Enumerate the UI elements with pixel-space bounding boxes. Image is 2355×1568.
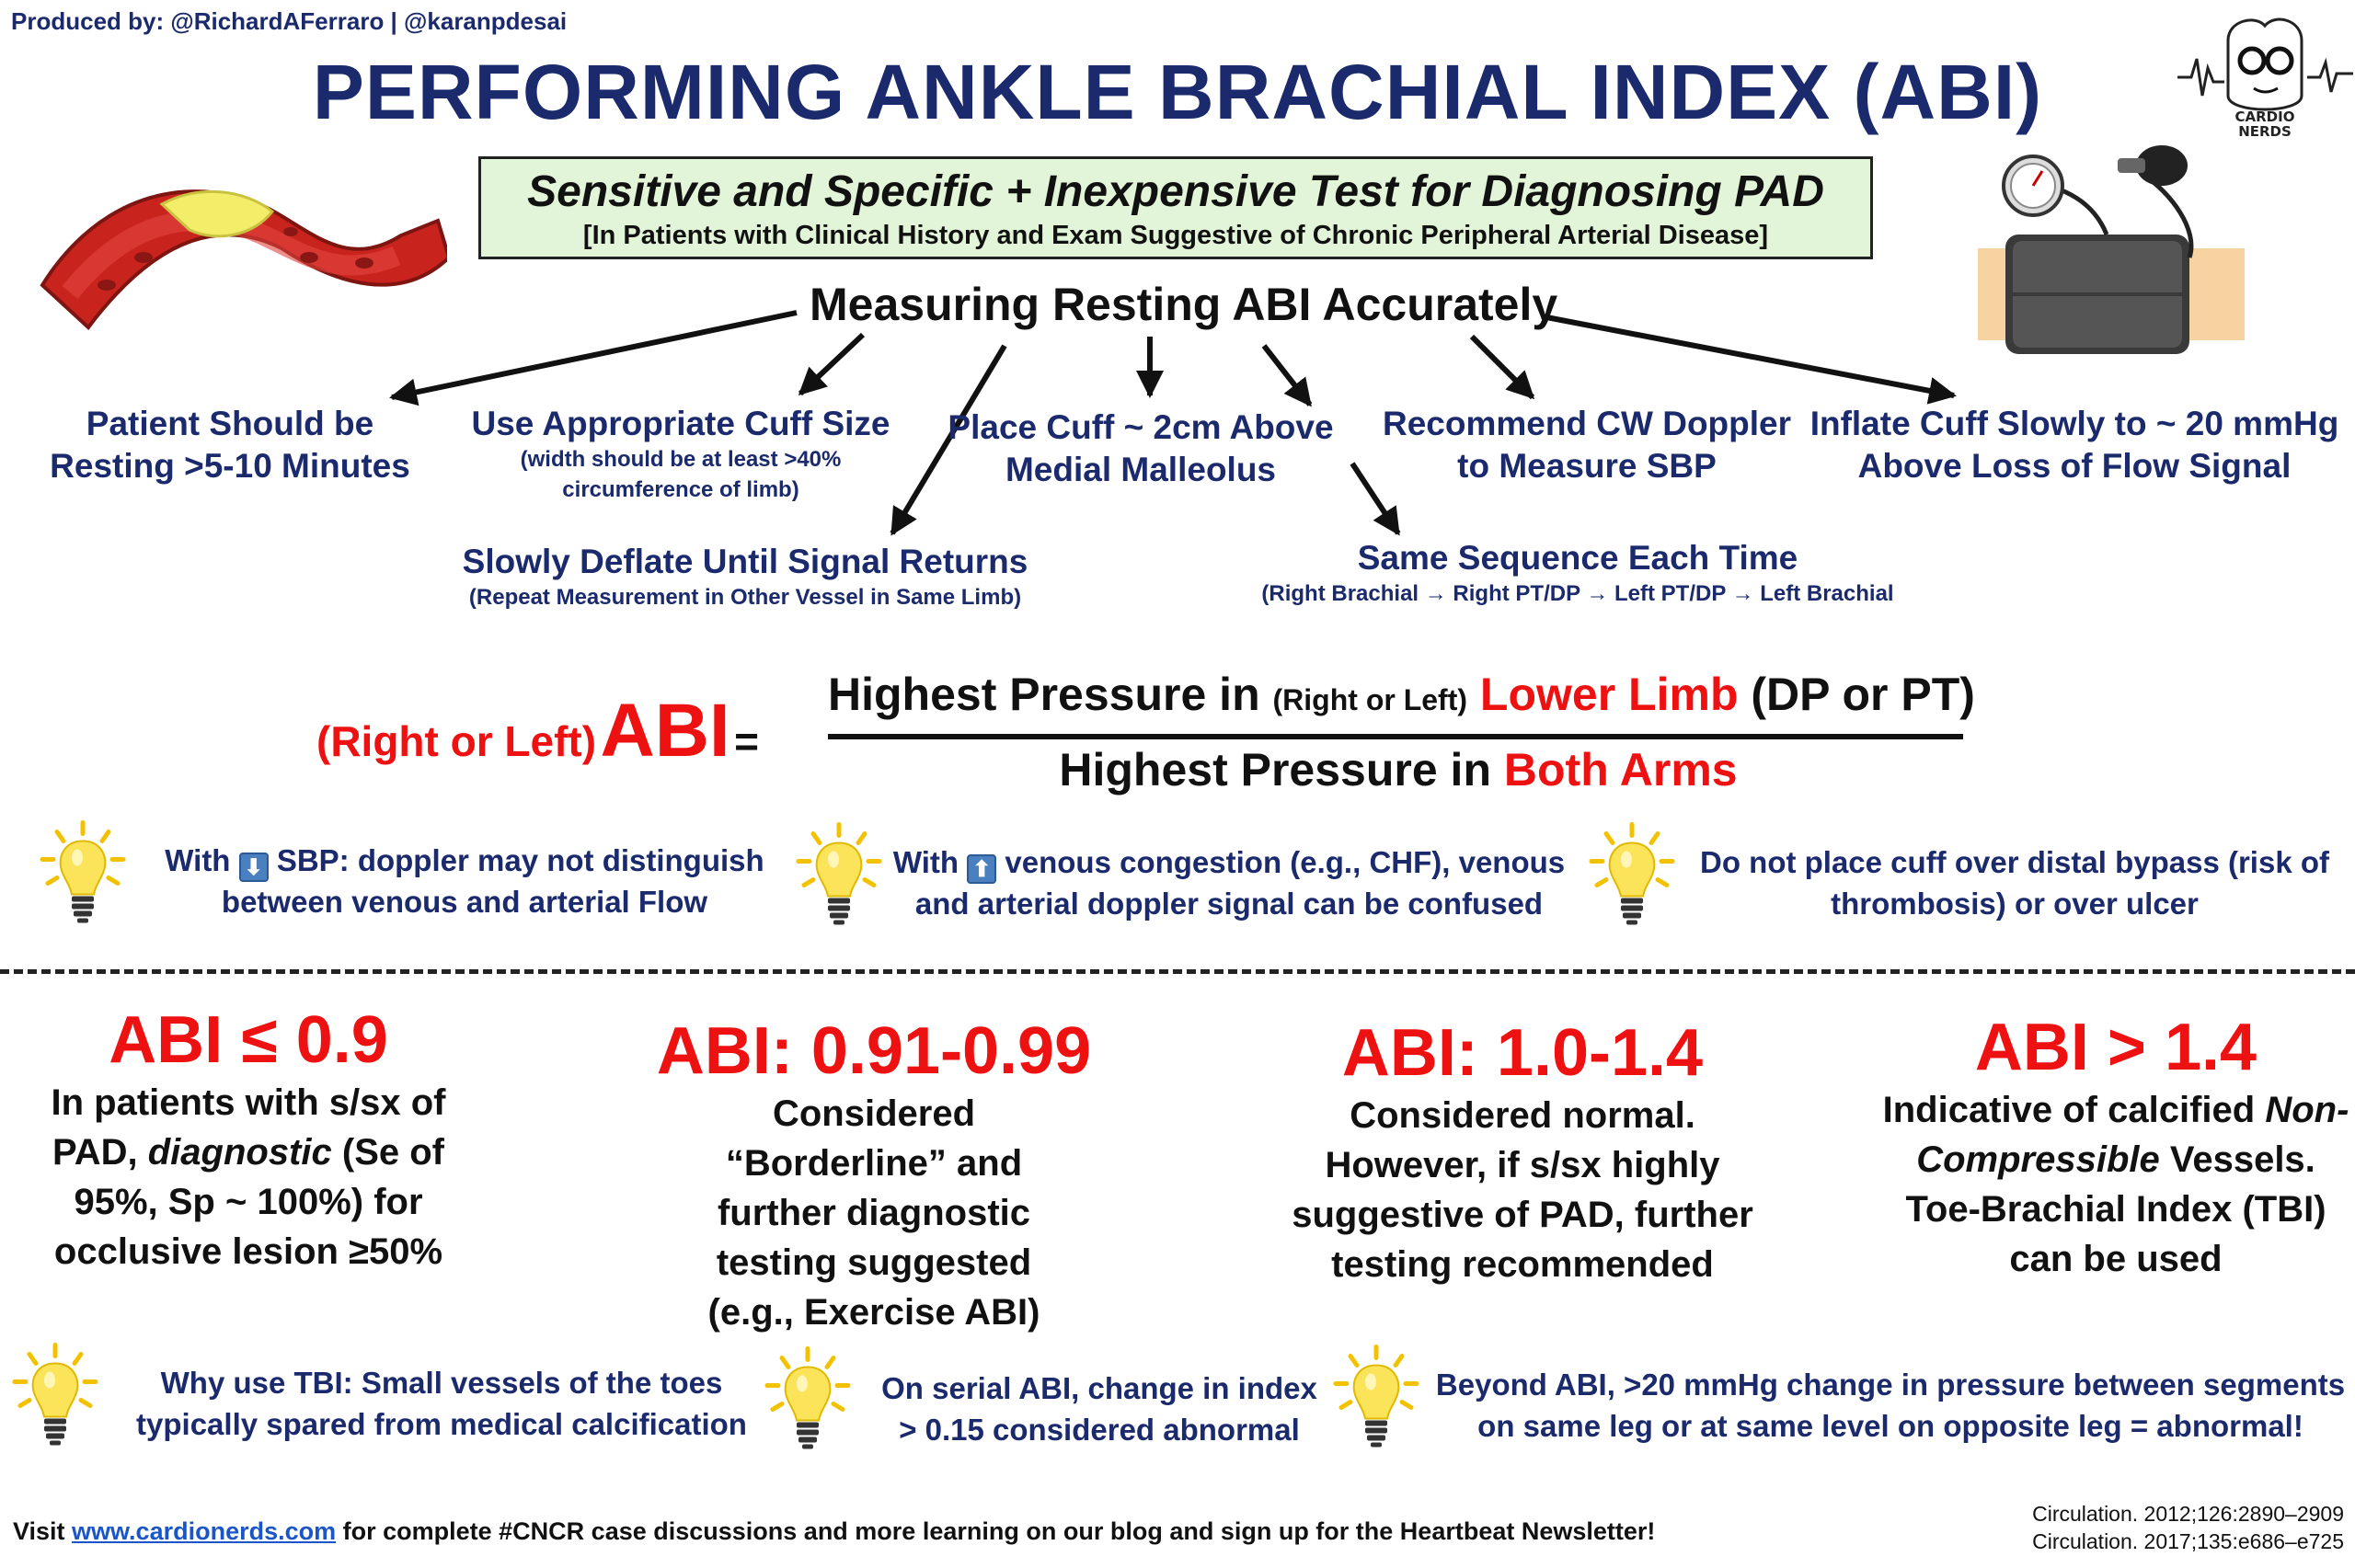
up-arrow-icon: ⬆ — [967, 854, 997, 884]
step-deflate-note: (Repeat Measurement in Other Vessel in S… — [468, 585, 1022, 611]
fraction-line — [828, 734, 1963, 739]
tip-tbi: Why use TBI: Small vessels of the toes t… — [136, 1366, 747, 1441]
category-low-heading: ABI ≤ 0.9 — [109, 1003, 388, 1077]
step-deflate: Slowly Deflate Until Signal Returns (Rep… — [442, 541, 1049, 613]
footer-text: for complete #CNCR case discussions and … — [342, 1517, 1656, 1545]
step-resting-text: Patient Should be Resting >5-10 Minutes — [50, 405, 410, 486]
category-normal-heading: ABI: 1.0-1.4 — [1341, 1016, 1704, 1090]
denominator-part2: Both Arms — [1503, 744, 1738, 795]
footer: Visit www.cardionerds.com for complete #… — [13, 1517, 1655, 1546]
formula-left: (Right or Left) ABI = — [316, 688, 759, 774]
step-cuff-size-note: (width should be at least >40% circumfer… — [520, 447, 842, 502]
numerator-part2: (Right or Left) — [1272, 683, 1468, 716]
formula-side: (Right or Left) — [316, 717, 597, 765]
category-low-text-b: (Se of 95%, Sp ~ 100%) for occlusive les… — [53, 1132, 444, 1272]
footer-link[interactable]: www.cardionerds.com — [72, 1517, 337, 1545]
subtitle-box: Sensitive and Specific + Inexpensive Tes… — [478, 156, 1873, 259]
denominator-part1: Highest Pressure in — [1059, 744, 1491, 795]
down-arrow-icon: ⬇ — [238, 853, 269, 882]
step-sequence-text: Same Sequence Each Time — [1357, 539, 1798, 577]
numerator-part3: Lower Limb — [1479, 669, 1739, 720]
formula-abi: ABI — [600, 689, 730, 773]
category-low-text-a: In patients with s/sx of PAD, — [51, 1082, 446, 1173]
logo-text-1: CARDIO — [2235, 109, 2295, 125]
step-doppler: Recommend CW Doppler to Measure SBP — [1380, 403, 1794, 488]
footer-visit: Visit — [13, 1517, 65, 1545]
category-low-text: In patients with s/sx of PAD, diagnostic… — [18, 1078, 478, 1276]
step-inflate: Inflate Cuff Slowly to ~ 20 mmHg Above L… — [1803, 403, 2346, 488]
numerator-part1: Highest Pressure in — [828, 669, 1260, 720]
step-cuff-size-text: Use Appropriate Cuff Size — [471, 405, 890, 442]
formula-denominator: Highest Pressure in Both Arms — [828, 743, 1969, 796]
lightbulb-icon — [37, 809, 129, 934]
lightbulb-icon — [9, 1332, 101, 1457]
step-place-cuff: Place Cuff ~ 2cm Above Medial Malleolus — [948, 406, 1334, 492]
category-high-text-em: Non-Compressible — [1916, 1090, 2349, 1180]
step-place-cuff-text: Place Cuff ~ 2cm Above Medial Malleolus — [948, 408, 1334, 489]
step-doppler-text: Recommend CW Doppler to Measure SBP — [1382, 405, 1792, 486]
reference-2: Circulation. 2017;135:e686–e725 — [2032, 1528, 2344, 1553]
category-low: ABI ≤ 0.9 In patients with s/sx of PAD, … — [18, 1002, 478, 1276]
category-borderline-text: Considered “Borderline” and further diag… — [707, 1093, 1040, 1333]
category-high-text: Indicative of calcified Non-Compressible… — [1877, 1085, 2355, 1284]
tip-low-sbp-text: SBP: doppler may not distinguish between… — [221, 843, 764, 919]
category-low-text-em: diagnostic — [147, 1132, 332, 1173]
category-high-text-a: Indicative of calcified — [1882, 1090, 2256, 1130]
references: Circulation. 2012;126:2890–2909 Circulat… — [2032, 1501, 2344, 1556]
tip-low-sbp-pre: With — [165, 843, 231, 877]
formula-numerator: Highest Pressure in (Right or Left) Lowe… — [828, 668, 1975, 721]
formula-equals: = — [734, 717, 760, 765]
category-normal-text: Considered normal. However, if s/sx high… — [1292, 1095, 1753, 1285]
category-borderline-heading: ABI: 0.91-0.99 — [656, 1014, 1092, 1088]
artery-plaque-illustration — [33, 147, 452, 340]
tip-beyond-abi: Beyond ABI, >20 mmHg change in pressure … — [1435, 1368, 2346, 1443]
subtitle-sub: [In Patients with Clinical History and E… — [582, 221, 1769, 250]
step-sequence: Same Sequence Each Time (Right Brachial … — [1223, 537, 1932, 610]
category-high: ABI > 1.4 Indicative of calcified Non-Co… — [1877, 1010, 2355, 1284]
step-cuff-size: Use Appropriate Cuff Size (width should … — [460, 403, 902, 505]
category-high-text-b: Vessels. Toe-Brachial Index (TBI) can be… — [1905, 1139, 2326, 1279]
page-title: PERFORMING ANKLE BRACHIAL INDEX (ABI) — [312, 49, 2043, 135]
step-resting: Patient Should be Resting >5-10 Minutes — [37, 403, 423, 488]
category-high-heading: ABI > 1.4 — [1974, 1011, 2257, 1084]
tip-venous-congestion: With ⬆ venous congestion (e.g., CHF), ve… — [889, 842, 1569, 925]
credits-line: Produced by: @RichardAFerraro | @karanpd… — [11, 7, 568, 35]
tip-low-sbp: With ⬇ SBP: doppler may not distinguish … — [138, 841, 791, 923]
lightbulb-icon — [793, 811, 885, 936]
tip-venous-pre: With — [892, 845, 959, 879]
step-sequence-note: (Right Brachial → Right PT/DP → Left PT/… — [1261, 581, 1894, 607]
blood-pressure-cuff-illustration — [1969, 138, 2245, 359]
measuring-title: Measuring Resting ABI Accurately — [810, 279, 1558, 330]
lightbulb-icon — [762, 1335, 854, 1460]
flow-arrows — [389, 310, 1957, 536]
subtitle-main: Sensitive and Specific + Inexpensive Tes… — [527, 167, 1824, 216]
tip-serial-abi: On serial ABI, change in index > 0.15 co… — [881, 1371, 1317, 1447]
category-borderline: ABI: 0.91-0.99 Considered “Borderline” a… — [635, 1013, 1113, 1337]
step-deflate-text: Slowly Deflate Until Signal Returns — [462, 543, 1028, 580]
cardionerds-logo: CARDIO NERDS — [2173, 4, 2355, 142]
reference-1: Circulation. 2012;126:2890–2909 — [2032, 1502, 2344, 1526]
step-inflate-text: Inflate Cuff Slowly to ~ 20 mmHg Above L… — [1809, 405, 2339, 486]
lightbulb-icon — [1330, 1333, 1422, 1459]
tip-venous-text: venous congestion (e.g., CHF), venous an… — [914, 845, 1566, 921]
logo-text-2: NERDS — [2238, 123, 2292, 140]
category-normal: ABI: 1.0-1.4 Considered normal. However,… — [1279, 1015, 1766, 1289]
section-divider — [0, 969, 2355, 974]
numerator-part4: (DP or PT) — [1751, 669, 1975, 720]
tip-bypass: Do not place cuff over distal bypass (ri… — [1700, 845, 2329, 921]
lightbulb-icon — [1586, 811, 1678, 936]
